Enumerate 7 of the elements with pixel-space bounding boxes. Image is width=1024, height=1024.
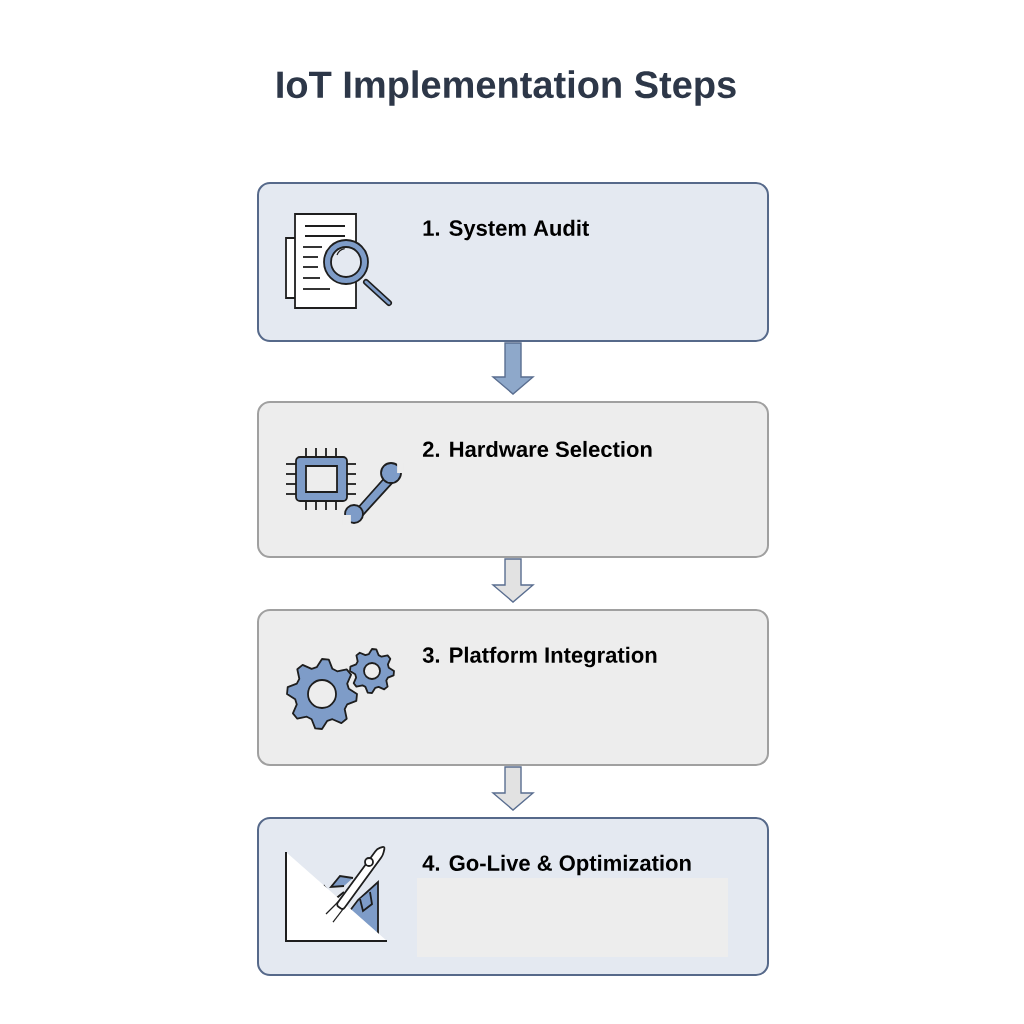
block-arrow [491, 766, 535, 811]
block-arrow [491, 558, 535, 603]
block-arrow [491, 342, 535, 395]
step-box: 1. System Audit [257, 182, 769, 342]
step-box: 2. Hardware Selection [257, 401, 769, 558]
step-box: 3. Platform Integration [257, 609, 769, 766]
title: IoT Implementation Steps [277, 70, 736, 106]
